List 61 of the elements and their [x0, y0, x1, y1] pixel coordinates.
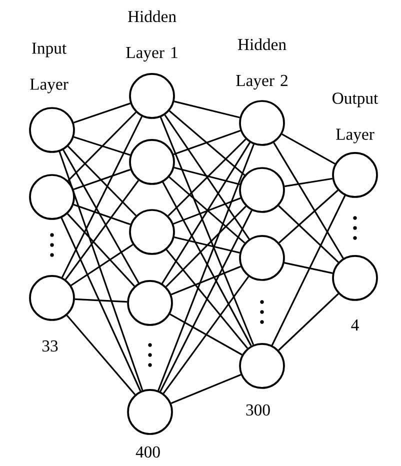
- connection-line: [67, 146, 137, 216]
- count-label: 4: [351, 320, 359, 330]
- neuron-circle: [129, 209, 175, 255]
- layer-label: Output Layer: [332, 92, 378, 144]
- connection-line: [278, 205, 339, 263]
- neuron-circle: [29, 107, 75, 153]
- connection-line: [160, 116, 254, 346]
- count-label: 300: [246, 404, 270, 416]
- connection-line: [174, 236, 240, 254]
- neuron-circle: [127, 389, 173, 435]
- connection-line: [168, 110, 246, 176]
- connection-line: [168, 138, 246, 216]
- connection-line: [62, 150, 140, 284]
- connection-line: [64, 180, 140, 280]
- connection-line: [173, 130, 241, 156]
- connection-line: [282, 134, 336, 164]
- neuron-circle: [29, 275, 75, 321]
- connection-line: [74, 136, 130, 156]
- connection-line: [273, 142, 344, 259]
- neuron-circle: [129, 139, 175, 185]
- connection-line: [73, 204, 131, 226]
- neuron-circle: [129, 73, 175, 119]
- neuron-circle: [239, 235, 285, 281]
- connection-line: [278, 190, 338, 244]
- connection-line: [161, 142, 251, 284]
- neuron-circle: [29, 174, 75, 220]
- connection-line: [162, 276, 250, 394]
- connection-line: [271, 195, 346, 346]
- connection-line: [170, 266, 242, 296]
- neuron-circle: [239, 343, 285, 389]
- connection-line: [61, 116, 143, 278]
- connection-line: [162, 182, 252, 346]
- connection-line: [74, 298, 128, 303]
- connection-line: [278, 293, 339, 351]
- neuron-circle: [239, 100, 285, 146]
- connection-line: [73, 168, 131, 190]
- connection-line: [68, 112, 136, 182]
- connection-line: [160, 210, 252, 392]
- connection-line: [166, 249, 248, 349]
- neuron-circle: [332, 152, 378, 198]
- connection-line: [174, 100, 240, 118]
- connection-line: [170, 314, 242, 356]
- connection-line: [174, 166, 240, 186]
- connection-line: [158, 144, 254, 391]
- connection-line: [168, 176, 246, 244]
- connection-line: [70, 244, 134, 286]
- connection-line: [173, 197, 241, 225]
- connection-line: [66, 314, 136, 396]
- connection-line: [66, 213, 136, 287]
- connection-line: [164, 114, 250, 240]
- connection-line: [58, 151, 144, 391]
- neuron-circle: [332, 255, 378, 301]
- connection-line: [170, 374, 242, 404]
- connection-line: [284, 262, 333, 274]
- count-label: 33: [42, 340, 58, 352]
- connection-line: [73, 102, 131, 124]
- neuron-circle: [239, 167, 285, 213]
- connection-line: [284, 178, 332, 188]
- neuron-circle: [127, 280, 173, 326]
- connection-line: [60, 218, 142, 392]
- connection-line: [166, 206, 246, 288]
